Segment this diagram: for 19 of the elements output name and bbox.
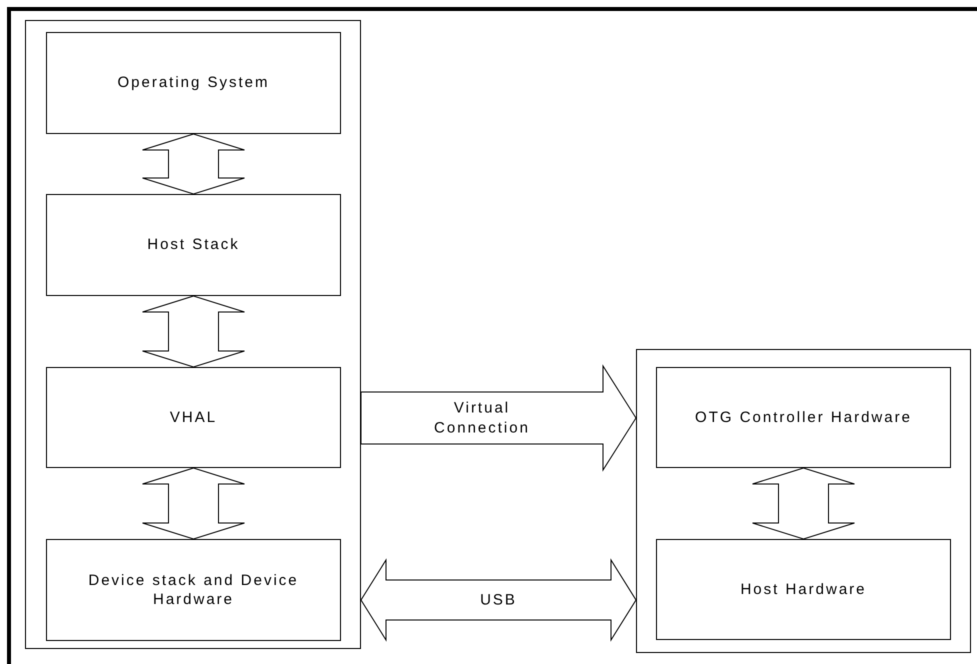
group-box xyxy=(25,20,361,649)
box-label: Host Hardware xyxy=(739,580,868,600)
block-arrow xyxy=(142,133,245,195)
group-box xyxy=(636,349,971,653)
block-arrow xyxy=(142,467,245,540)
process-box xyxy=(656,539,951,640)
block-arrow xyxy=(360,558,637,642)
box-label: VHAL xyxy=(168,408,218,428)
block-arrow xyxy=(142,295,245,368)
block-arrow xyxy=(752,467,855,540)
process-box xyxy=(46,367,341,468)
box-label: Host Stack xyxy=(146,235,241,255)
box-label: Operating System xyxy=(116,73,271,93)
process-box xyxy=(46,194,341,296)
process-box xyxy=(46,32,341,134)
process-box xyxy=(46,539,341,641)
box-label: OTG Controller Hardware xyxy=(694,408,913,428)
process-box xyxy=(656,367,951,468)
box-label: Device stack and Device Hardware xyxy=(87,570,300,610)
